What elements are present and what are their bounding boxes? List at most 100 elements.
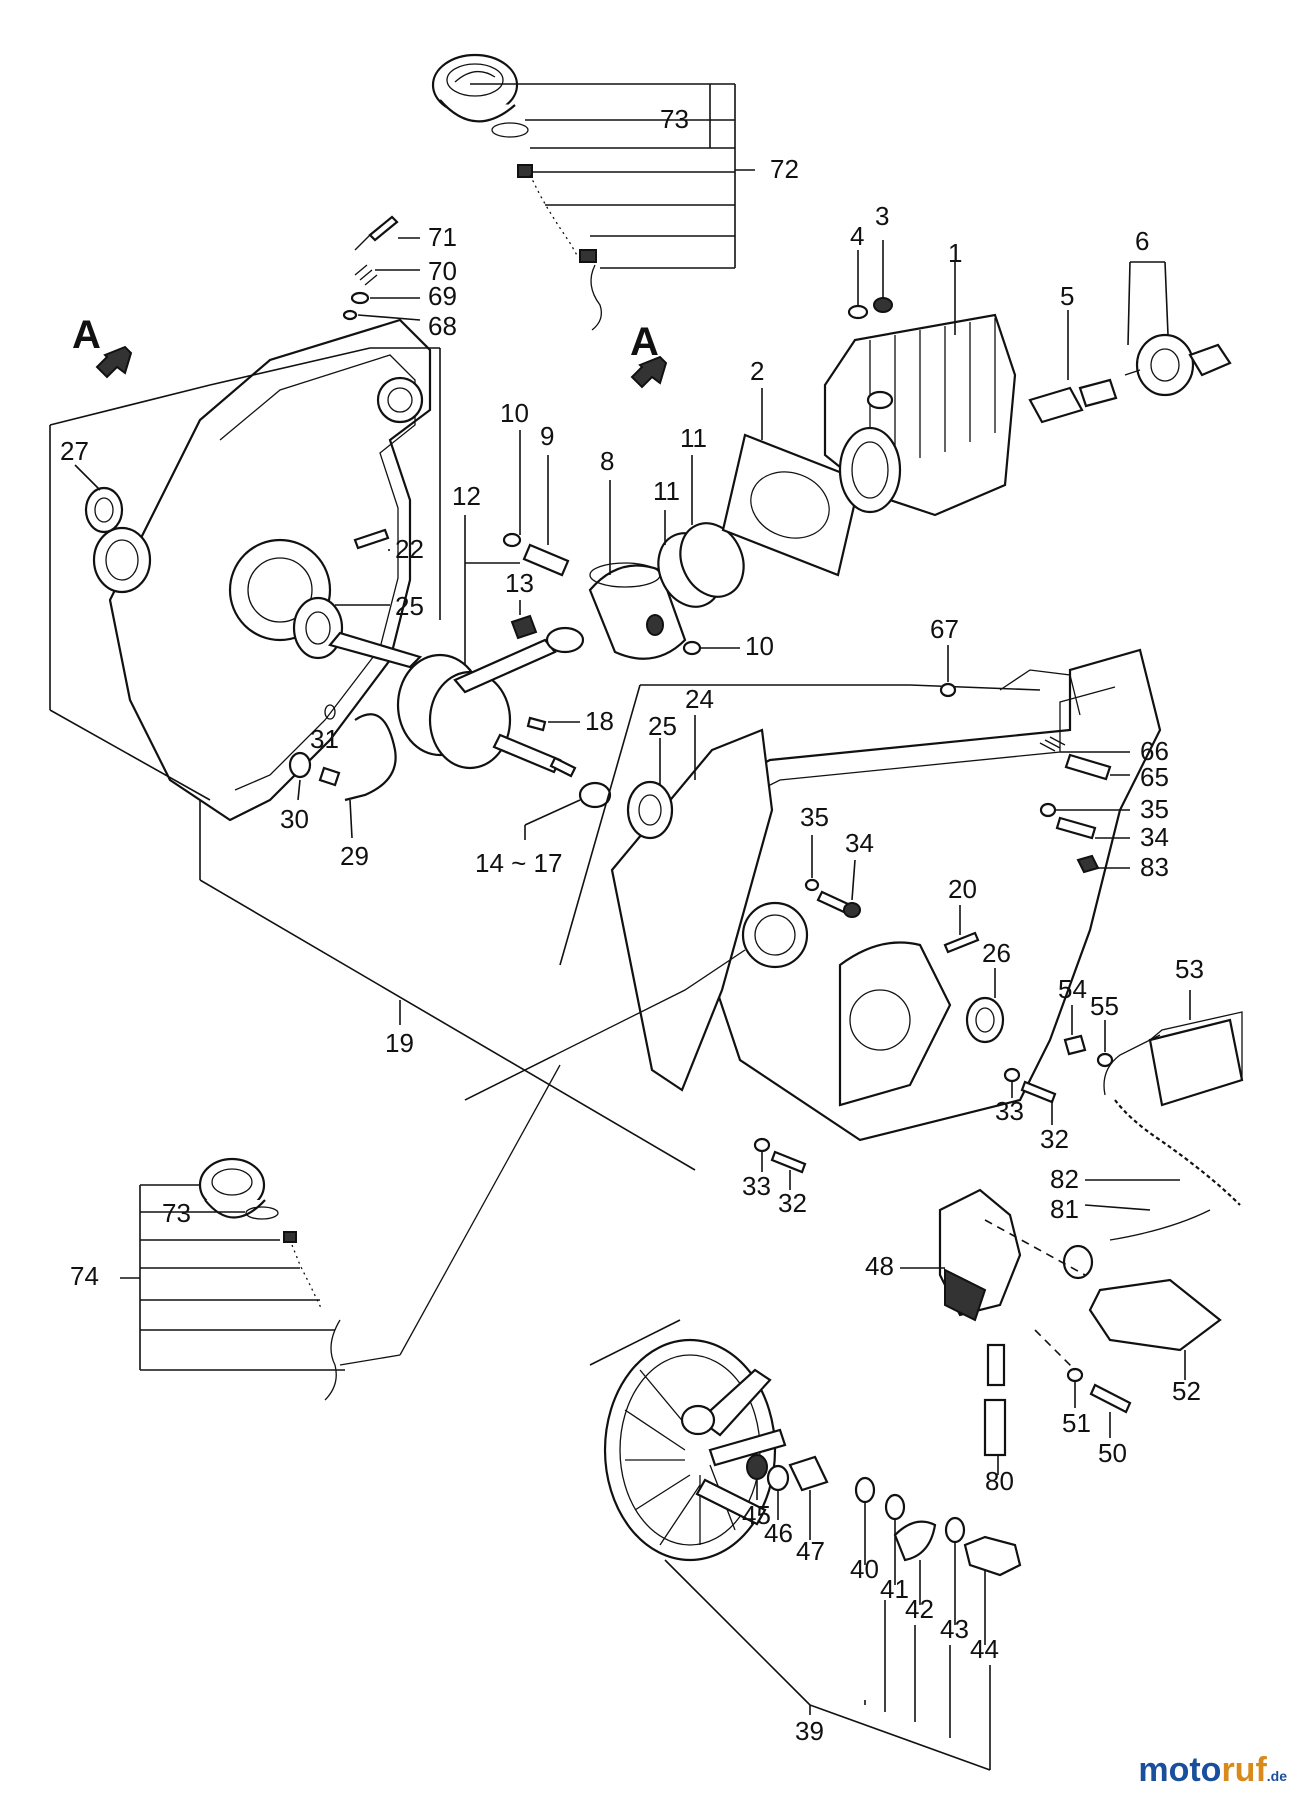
washer-35-upper xyxy=(804,878,820,892)
callout-bracket-73-74 xyxy=(120,1184,345,1371)
pin-80 xyxy=(983,1343,1007,1457)
bracket-19 xyxy=(199,800,696,1171)
callout-12: 12 xyxy=(452,481,481,511)
cylinder-gasket-2 xyxy=(721,433,862,577)
callout-65: 65 xyxy=(1140,762,1169,792)
callout-30: 30 xyxy=(280,804,309,834)
lead-wire-82 xyxy=(1114,1099,1241,1206)
view-marker-a-right: A xyxy=(630,320,659,364)
bearing-25-left xyxy=(292,596,344,660)
bearing-25-right xyxy=(626,780,674,840)
washer-41 xyxy=(884,1493,906,1521)
callout-69: 69 xyxy=(428,281,457,311)
callout-20: 20 xyxy=(948,874,977,904)
bolt-44 xyxy=(963,1535,1022,1577)
callout-18: 18 xyxy=(585,706,614,736)
callout-80: 80 xyxy=(985,1466,1014,1496)
callout-43: 43 xyxy=(940,1614,969,1644)
needle-bearing-13 xyxy=(510,614,538,640)
washer-55 xyxy=(1096,1052,1114,1068)
callout-40: 40 xyxy=(850,1554,879,1584)
arrow-a-right-icon xyxy=(630,355,668,389)
callout-33-upper: 33 xyxy=(995,1096,1024,1126)
callout-41: 41 xyxy=(880,1574,909,1604)
washer-45 xyxy=(746,1454,768,1480)
callout-bracket-72-73 xyxy=(470,83,755,269)
callout-51: 51 xyxy=(1062,1408,1091,1438)
circlip-10-a xyxy=(502,532,522,548)
spring-66 xyxy=(1039,736,1066,752)
callout-44: 44 xyxy=(970,1634,999,1664)
callout-29: 29 xyxy=(340,841,369,871)
callout-32-upper: 32 xyxy=(1040,1124,1069,1154)
callout-35-right: 35 xyxy=(1140,794,1169,824)
spark-plug-5 xyxy=(1028,378,1118,424)
callout-31: 31 xyxy=(310,724,339,754)
plug-cap-6 xyxy=(1124,333,1232,397)
callout-25-right: 25 xyxy=(648,711,677,741)
callout-82: 82 xyxy=(1050,1164,1079,1194)
crankcase-gasket-24 xyxy=(610,728,774,1092)
callout-35-mid: 35 xyxy=(800,802,829,832)
callout-47: 47 xyxy=(796,1536,825,1566)
nut-3 xyxy=(873,297,893,313)
screw-65 xyxy=(1064,753,1112,781)
ignition-module-53 xyxy=(1103,1011,1244,1107)
callout-8: 8 xyxy=(600,446,614,476)
spring-40 xyxy=(854,1476,876,1504)
pawl-42 xyxy=(893,1520,937,1562)
callout-10-bottom: 10 xyxy=(745,631,774,661)
washer-43 xyxy=(944,1516,966,1544)
arrow-a-left-icon xyxy=(95,345,133,379)
bolt-50 xyxy=(1089,1383,1132,1414)
callout-34-right: 34 xyxy=(1140,822,1169,852)
callout-71: 71 xyxy=(428,222,457,252)
screw-34-upper xyxy=(816,890,861,918)
callout-3: 3 xyxy=(875,201,889,231)
callout-25-left: 25 xyxy=(395,591,424,621)
woodruff-key-18 xyxy=(526,716,547,732)
callout-13: 13 xyxy=(505,568,534,598)
callout-52: 52 xyxy=(1172,1376,1201,1406)
piston-rings-11 xyxy=(657,522,745,608)
callout-46: 46 xyxy=(764,1518,793,1548)
callout-10-top: 10 xyxy=(500,398,529,428)
circlip-10-b xyxy=(682,640,702,656)
brand-suffix: .de xyxy=(1266,1768,1287,1784)
washer-4 xyxy=(847,304,869,320)
brand-accent: ruf xyxy=(1221,1751,1267,1789)
callout-33-lower: 33 xyxy=(742,1171,771,1201)
crankcase-frame-right xyxy=(559,684,1041,966)
washer-35-right xyxy=(1039,802,1057,818)
callout-27: 27 xyxy=(60,436,89,466)
washer-51 xyxy=(1066,1367,1084,1383)
nut-47 xyxy=(788,1455,829,1492)
leader-dashed-b xyxy=(464,1054,556,1101)
callout-66: 66 xyxy=(1140,736,1169,766)
screw-54 xyxy=(1063,1034,1087,1056)
fuel-hose-29-31 xyxy=(288,704,397,802)
callout-55: 55 xyxy=(1090,991,1119,1021)
callout-48: 48 xyxy=(865,1251,894,1281)
callout-54: 54 xyxy=(1058,974,1087,1004)
fuel-cap-top xyxy=(431,53,603,331)
callout-74: 74 xyxy=(70,1261,99,1291)
connecting-rod xyxy=(453,626,585,694)
bolt-32-lower xyxy=(770,1150,807,1174)
stud-22 xyxy=(353,528,390,550)
callout-11-left: 11 xyxy=(653,476,680,506)
callout-50: 50 xyxy=(1098,1438,1127,1468)
washer-46 xyxy=(766,1464,790,1492)
callout-67: 67 xyxy=(930,614,959,644)
bolt-32-upper xyxy=(1020,1080,1057,1104)
callout-2: 2 xyxy=(750,356,764,386)
callout-34-mid: 34 xyxy=(845,828,874,858)
piston-pin-9 xyxy=(522,543,570,577)
callout-81: 81 xyxy=(1050,1194,1079,1224)
leader-coil xyxy=(984,1219,1086,1371)
callout-26: 26 xyxy=(982,938,1011,968)
callout-39: 39 xyxy=(795,1716,824,1746)
piston-8 xyxy=(588,562,687,660)
motoruf-watermark: motoruf.de xyxy=(1138,1751,1287,1790)
